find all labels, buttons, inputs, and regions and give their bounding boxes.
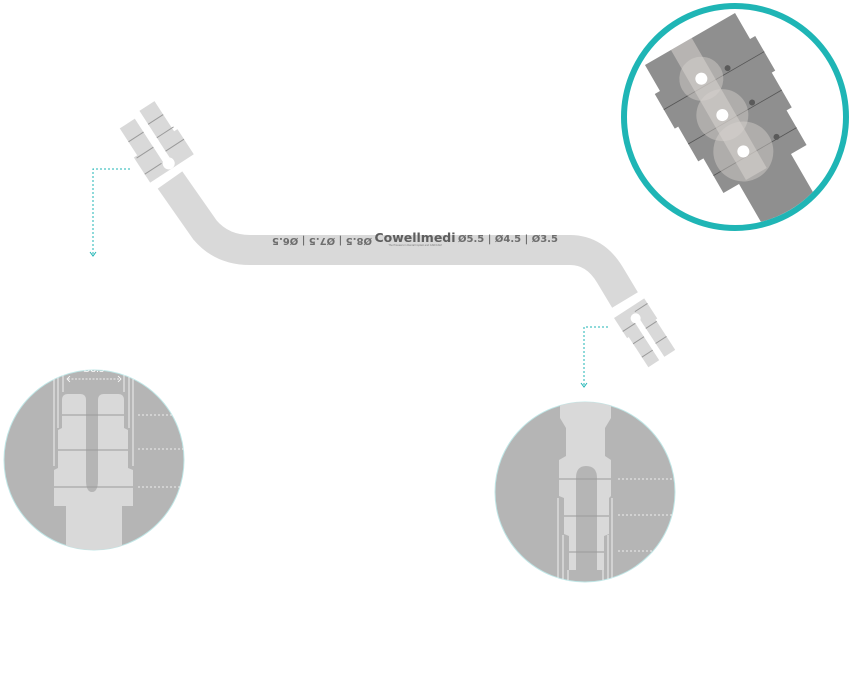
brand-tagline: The Pioneers in Dental Implant and CAD/C… <box>388 243 441 247</box>
detail-circle-right <box>494 401 676 583</box>
wrench-head-left <box>119 101 194 183</box>
hole-icon <box>695 72 708 85</box>
pointer-arrow-right <box>580 326 608 388</box>
photo-detail-circle <box>621 3 849 231</box>
wrench-head-right <box>614 298 676 368</box>
hole-icon <box>737 145 750 158</box>
wrench-body: Ø8.5 | Ø7.5 | Ø6.5 Cowellmedi The Pionee… <box>119 101 676 368</box>
teal-ring <box>621 3 849 231</box>
hole-icon <box>716 109 729 122</box>
size-label-right: Ø5.5 | Ø4.5 | Ø3.5 <box>458 233 558 245</box>
size-label-mirrored: Ø8.5 | Ø7.5 | Ø6.5 <box>272 235 372 247</box>
brand-logo: Cowellmedi <box>374 230 455 245</box>
detail-circle-left: Ø8.5 <box>3 364 185 551</box>
pointer-arrow-left <box>89 168 130 257</box>
dimension-label: Ø8.5 <box>83 364 104 375</box>
